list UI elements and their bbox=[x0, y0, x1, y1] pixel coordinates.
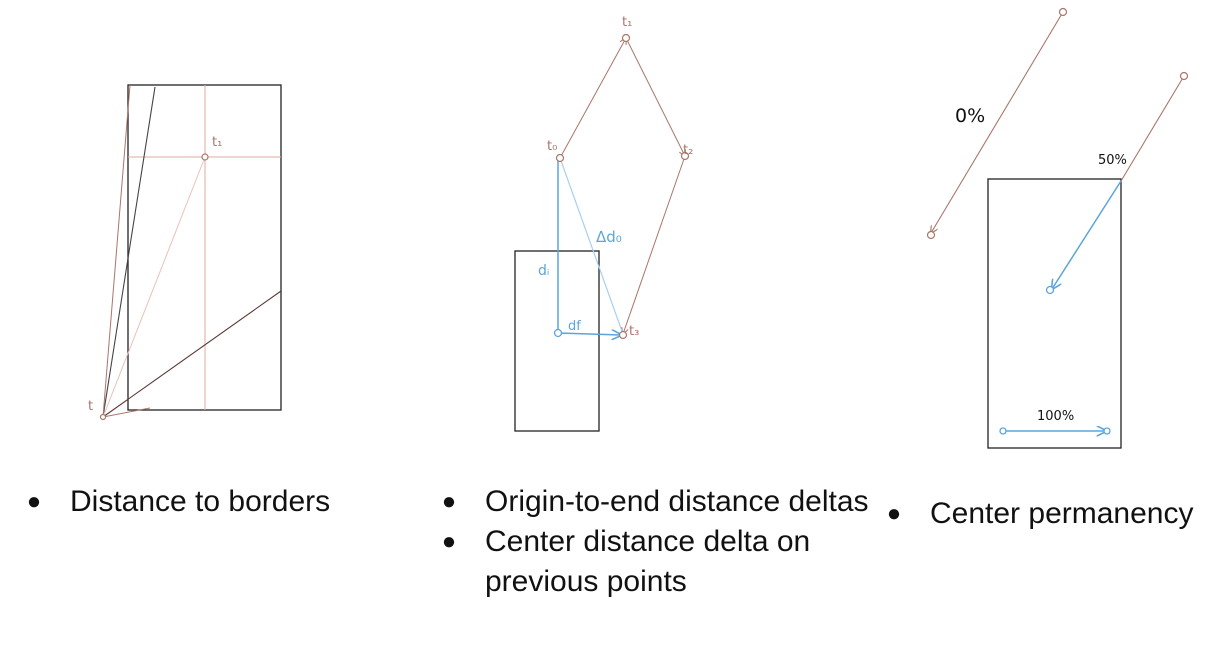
bullet-list-panel-3: ● Center permanency bbox=[874, 494, 1226, 534]
path-t0-t1 bbox=[559, 38, 626, 159]
label-t: t bbox=[88, 399, 93, 414]
path-t2-t3 bbox=[623, 155, 686, 334]
label-0-percent: 0% bbox=[955, 105, 985, 127]
point-end-50 bbox=[1045, 285, 1055, 295]
label-100-percent: 100% bbox=[1037, 409, 1074, 424]
label-50-percent: 50% bbox=[1098, 153, 1127, 168]
label-df: df bbox=[568, 319, 581, 334]
bullet-item: ● Center distance delta on previous point… bbox=[429, 522, 869, 602]
point-t1 bbox=[201, 153, 209, 161]
point-end-100 bbox=[1103, 427, 1111, 435]
point-t1 bbox=[621, 33, 631, 43]
point-start-50 bbox=[1179, 71, 1189, 81]
bullet-dot: ● bbox=[26, 488, 42, 515]
point-t bbox=[99, 413, 107, 421]
bullet-item: ● Center permanency bbox=[874, 494, 1226, 534]
label-t3: t₃ bbox=[629, 324, 639, 339]
bullet-dot: ● bbox=[441, 488, 457, 515]
bullet-dot: ● bbox=[441, 528, 457, 555]
panel-distance-deltas: t₁ t₀ t₂ t₃ Δd₀ dᵢ df bbox=[514, 15, 693, 432]
point-end-0 bbox=[926, 230, 936, 240]
panel-distance-to-borders: t₁ t bbox=[88, 84, 282, 421]
ray-to-t1 bbox=[102, 156, 206, 418]
point-t2 bbox=[680, 151, 690, 161]
diagram-canvas: t₁ t t₁ t₀ t₂ t₃ Δd₀ dᵢ df bbox=[88, 7, 1189, 449]
bullet-dot: ● bbox=[886, 500, 902, 527]
label-delta-d0: Δd₀ bbox=[596, 228, 622, 246]
label-d1: dᵢ bbox=[538, 263, 549, 279]
point-center bbox=[553, 328, 563, 338]
panel-center-permanency: 0% 50% 100% bbox=[926, 7, 1189, 449]
bullet-list-panel-1: ● Distance to borders bbox=[14, 482, 394, 522]
ray-to-left bbox=[102, 84, 131, 418]
bullet-item: ● Distance to borders bbox=[14, 482, 394, 522]
point-start-100 bbox=[999, 427, 1007, 435]
trajectory-50-percent-inner bbox=[1052, 180, 1122, 289]
trajectory-0-percent bbox=[931, 11, 1064, 233]
label-t2: t₂ bbox=[683, 143, 693, 158]
ray-to-top bbox=[102, 86, 156, 418]
ray-to-right bbox=[102, 290, 282, 418]
point-start-0 bbox=[1058, 7, 1068, 17]
delta-d0-line bbox=[559, 157, 624, 335]
path-t1-t2 bbox=[625, 37, 685, 156]
screen-box bbox=[514, 250, 600, 432]
bullet-text: Center permanency bbox=[930, 497, 1194, 530]
df-line bbox=[557, 333, 621, 335]
bullet-text: Origin-to-end distance deltas bbox=[485, 485, 869, 518]
point-t3 bbox=[618, 330, 628, 340]
label-t1: t₁ bbox=[212, 135, 222, 150]
bullet-list-panel-2: ● Origin-to-end distance deltas ● Center d… bbox=[429, 482, 869, 602]
label-t0: t₀ bbox=[547, 139, 557, 154]
ray-to-bottom bbox=[102, 407, 151, 418]
bullet-text: Center distance delta on previous points bbox=[485, 525, 811, 598]
point-t0 bbox=[555, 153, 565, 163]
trajectory-50-percent-outer bbox=[1120, 75, 1185, 182]
bullet-text: Distance to borders bbox=[70, 485, 331, 518]
label-t1: t₁ bbox=[622, 15, 632, 30]
bullet-item: ● Origin-to-end distance deltas bbox=[429, 482, 869, 522]
screen-box bbox=[987, 178, 1122, 449]
